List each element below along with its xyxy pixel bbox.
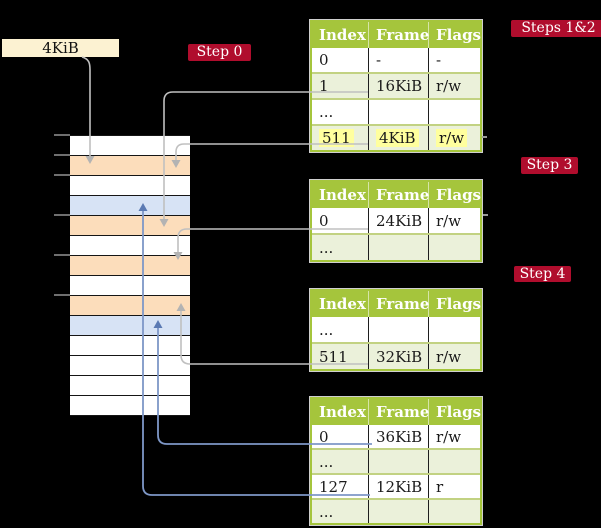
memory-frame-row-orange <box>70 215 190 235</box>
label-steps-1-2: Steps 1&2 <box>511 20 601 37</box>
table-cell: 0 <box>319 211 329 230</box>
physical-memory-column <box>70 135 190 416</box>
column-header-index: Index <box>319 403 366 421</box>
label-step-0: Step 0 <box>188 44 251 61</box>
label-step-4: Step 4 <box>514 266 571 282</box>
memory-frame-row-white <box>70 135 190 155</box>
address-tick <box>54 254 70 256</box>
table-cell: r/w <box>428 344 480 369</box>
column-header-frame: Frame <box>368 22 429 48</box>
label-step-3: Step 3 <box>521 157 578 174</box>
column-header-index: Index <box>319 295 366 313</box>
table-cell: ... <box>319 103 334 121</box>
column-header-frame: Frame <box>368 399 429 425</box>
table-cell: 4KiB <box>368 126 428 150</box>
table-cell <box>368 235 428 260</box>
frame-size-box: 4KiB <box>2 39 119 57</box>
table-cell: ... <box>319 502 334 521</box>
table-row: ... <box>312 317 480 342</box>
table-cell: r/w <box>428 208 480 233</box>
table-row: ... <box>312 98 480 124</box>
table-cell: r/w <box>428 425 480 448</box>
memory-frame-row-blue <box>70 195 190 215</box>
table-cell <box>368 450 428 473</box>
table-cell: 1 <box>319 77 329 95</box>
column-header-flags: Flags <box>428 22 481 48</box>
table-cell: 36KiB <box>368 425 428 448</box>
table-row: ... <box>312 233 480 260</box>
table-cell <box>428 317 480 342</box>
table-cell <box>428 100 480 124</box>
table-cell: r <box>428 475 480 498</box>
table-cell: 24KiB <box>368 208 428 233</box>
edge-stub <box>483 214 488 216</box>
table-cell <box>428 500 480 523</box>
edge-stub <box>482 136 487 138</box>
table-cell: - <box>368 48 428 72</box>
memory-frame-row-white <box>70 235 190 255</box>
address-tick <box>54 134 70 136</box>
table-row: 0 -- <box>312 48 480 72</box>
address-tick <box>54 154 70 156</box>
column-header-flags: Flags <box>428 291 481 317</box>
memory-frame-row-orange <box>70 155 190 175</box>
table-cell: ... <box>319 238 334 257</box>
memory-frame-row-white <box>70 275 190 295</box>
column-header-frame: Frame <box>368 182 429 208</box>
table-cell: 12KiB <box>368 475 428 498</box>
table-cell: 511 <box>312 126 368 150</box>
table-cell: 16KiB <box>368 74 428 98</box>
column-header-flags: Flags <box>428 399 481 425</box>
memory-frame-row-white <box>70 335 190 355</box>
table-cell: ... <box>319 452 334 471</box>
table-cell: r/w <box>428 126 480 150</box>
column-header-index: Index <box>319 26 366 44</box>
table-cell: 511 <box>319 347 348 366</box>
memory-frame-row-white <box>70 395 190 416</box>
table-cell: ... <box>319 320 334 339</box>
address-tick <box>54 294 70 296</box>
memory-frame-row-white <box>70 355 190 375</box>
memory-frame-row-blue <box>70 315 190 335</box>
table-cell: - <box>428 48 480 72</box>
table-cell: r/w <box>428 74 480 98</box>
table-cell <box>428 450 480 473</box>
table-cell: 0 <box>319 51 329 69</box>
table-cell: 0 <box>319 427 329 446</box>
table-cell: 127 <box>319 477 348 496</box>
memory-frame-row-orange <box>70 295 190 315</box>
memory-frame-row-orange <box>70 255 190 275</box>
table-row: ... <box>312 448 480 473</box>
address-tick <box>54 214 70 216</box>
table-cell <box>428 235 480 260</box>
table-cell <box>368 100 428 124</box>
table-cell <box>368 500 428 523</box>
column-header-index: Index <box>319 186 366 204</box>
table-cell: 32KiB <box>368 344 428 369</box>
memory-frame-row-white <box>70 175 190 195</box>
table-cell <box>368 317 428 342</box>
table-row: ... <box>312 498 480 523</box>
address-tick <box>54 174 70 176</box>
column-header-frame: Frame <box>368 291 429 317</box>
column-header-flags: Flags <box>428 182 481 208</box>
memory-frame-row-white <box>70 375 190 395</box>
